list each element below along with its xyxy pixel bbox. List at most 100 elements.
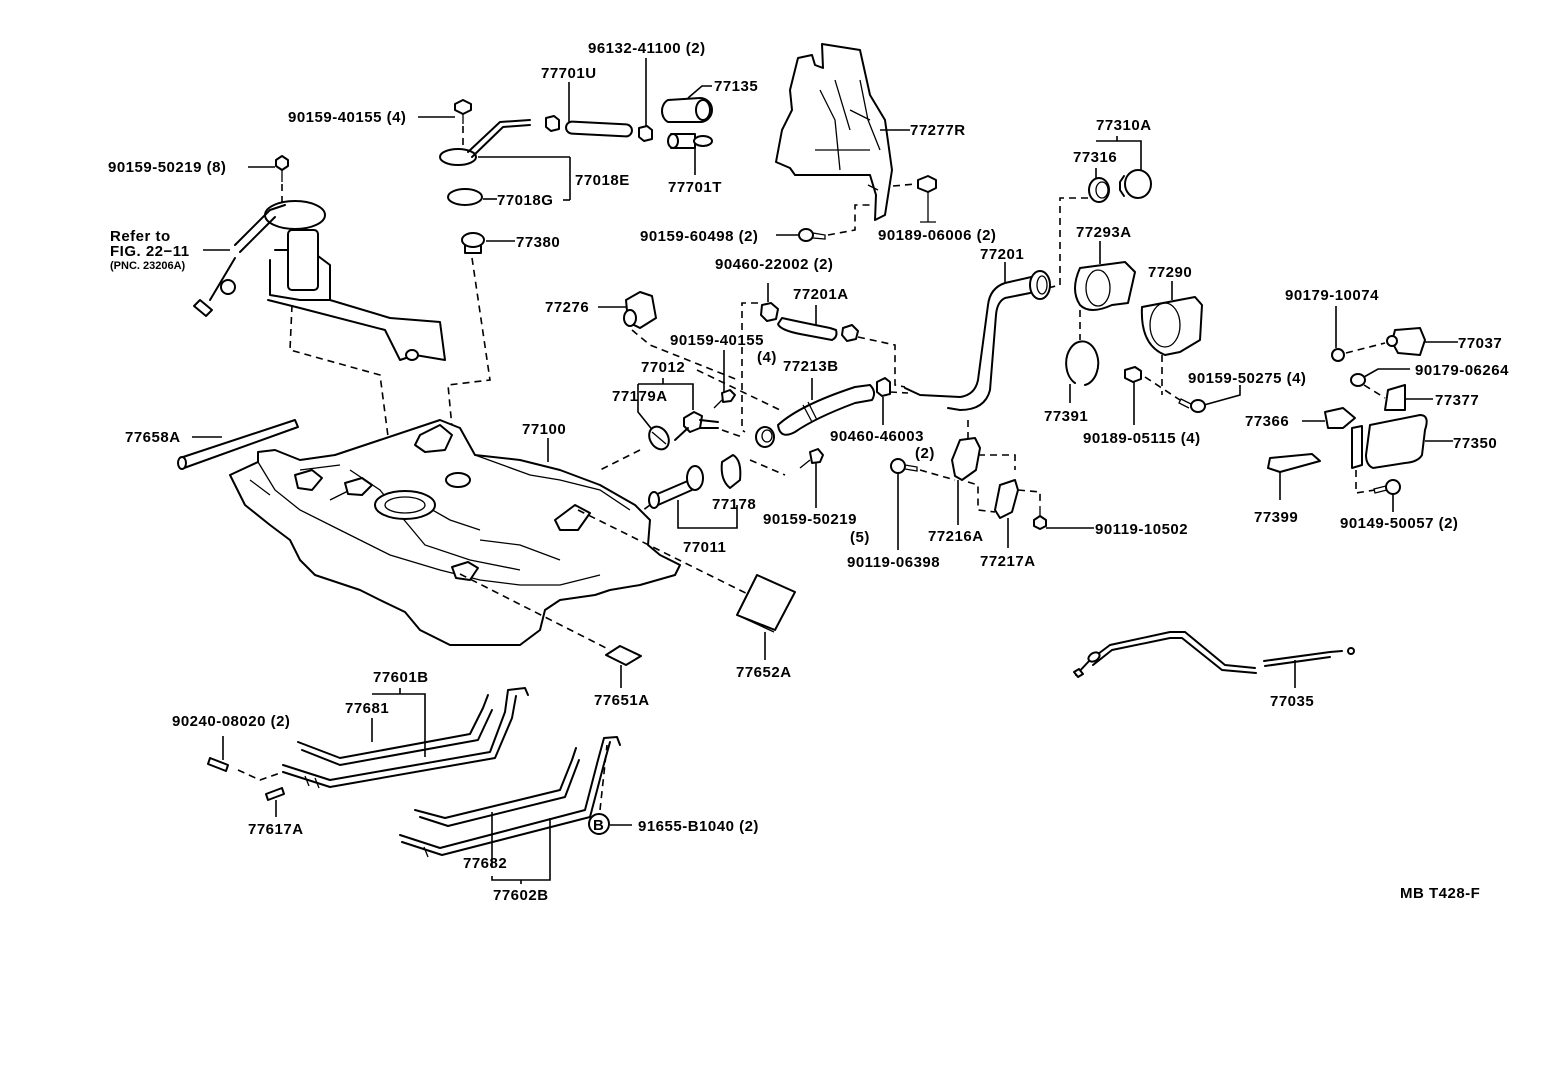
part-77018G-gasket[interactable]: [447, 188, 570, 206]
part-77216A-bracket[interactable]: [951, 437, 1016, 525]
label-90149-50057: 90149-50057 (2): [1340, 515, 1458, 532]
part-77037-fuel-lid-opener[interactable]: [1386, 327, 1458, 356]
part-77217A-bracket[interactable]: [967, 479, 1041, 548]
part-77213B-filler-hose[interactable]: [777, 378, 876, 436]
label-77217A: 77217A: [980, 553, 1036, 570]
label-90159-50219-8: 90159-50219 (8): [108, 159, 226, 176]
part-77391-o-ring[interactable]: [1065, 340, 1100, 403]
part-77011-inlet-pipe[interactable]: [629, 465, 738, 529]
label-90240-08020: 90240-08020 (2): [172, 713, 290, 730]
clamp-90460-22002-b[interactable]: [841, 324, 906, 388]
part-77179A-clamp[interactable]: [645, 423, 673, 453]
clip-90189-06006[interactable]: [892, 175, 937, 223]
label-77135: 77135: [714, 78, 758, 95]
clamp-90460-46003[interactable]: [876, 377, 909, 425]
figure-code: MB T428-F: [1400, 885, 1480, 902]
part-77276-bracket[interactable]: [598, 291, 739, 381]
clamp-90460-22002-a[interactable]: [741, 283, 779, 433]
part-77316-gasket[interactable]: [1088, 168, 1110, 203]
bolt-90119-06398[interactable]: [890, 458, 956, 550]
part-77701T-valve[interactable]: [667, 133, 713, 175]
bolt-90159-50219-8[interactable]: [248, 155, 289, 204]
label-77011: 77011: [683, 539, 726, 556]
part-77201-filler-pipe[interactable]: [904, 262, 1051, 445]
clip-90189-05115[interactable]: [1124, 355, 1181, 425]
clamp-96132-41100-right[interactable]: [638, 58, 653, 142]
label-77601B: 77601B: [373, 669, 429, 686]
part-77399-lid-lock[interactable]: [1267, 453, 1321, 500]
pin-77617A[interactable]: [265, 787, 285, 817]
bolt-marker-letter: B: [593, 817, 604, 834]
label-77037: 77037: [1458, 335, 1502, 352]
part-77012-vent-tube[interactable]: [674, 411, 719, 441]
label-77658A: 77658A: [125, 429, 181, 446]
bolt-90119-10502[interactable]: [1033, 506, 1094, 530]
bolt-90159-50219-5[interactable]: [749, 448, 824, 508]
label-77380: 77380: [516, 234, 560, 251]
label-77602B: 77602B: [493, 887, 549, 904]
part-77201A-breather-hose[interactable]: [777, 305, 838, 341]
part-77035-cable[interactable]: [1073, 631, 1355, 688]
part-77681-strap-cushion[interactable]: [297, 694, 493, 766]
bolt-marker-b[interactable]: B: [588, 744, 632, 835]
label-77377: 77377: [1435, 392, 1479, 409]
part-77651A-pad[interactable]: [605, 645, 642, 688]
label-91655-B1040: 91655-B1040 (2): [638, 818, 759, 835]
label-77651A: 77651A: [594, 692, 650, 709]
nut-90179-06264[interactable]: [1350, 368, 1410, 399]
part-77602B-strap[interactable]: [399, 736, 621, 858]
part-77100-fuel-tank[interactable]: [229, 419, 781, 651]
label-77178: 77178: [712, 496, 756, 513]
part-77377-hinge[interactable]: [1384, 384, 1433, 411]
clamp-96132-41100-left[interactable]: [545, 115, 560, 132]
label-77617A: 77617A: [248, 821, 304, 838]
bolt-90240-08020[interactable]: [207, 736, 284, 781]
bolt-90159-50275[interactable]: [1178, 385, 1241, 413]
part-77366-spring[interactable]: [1302, 407, 1356, 429]
part-77682-strap-cushion[interactable]: [414, 747, 580, 827]
nut-90179-10074[interactable]: [1331, 306, 1386, 362]
label-90460-22002: 90460-22002 (2): [715, 256, 833, 273]
label-77681: 77681: [345, 700, 389, 717]
label-90189-06006: 90189-06006 (2): [878, 227, 996, 244]
part-77290-filler-housing[interactable]: [1140, 281, 1203, 356]
fuel-pump-assembly[interactable]: [193, 200, 446, 361]
label-77701U: 77701U: [541, 65, 597, 82]
reference-note-line1: Refer to: [110, 228, 171, 245]
label-90119-06398: 90119-06398: [847, 554, 940, 571]
reference-note-line3: (PNC. 23206A): [110, 260, 186, 272]
part-77701U-hose[interactable]: [565, 82, 633, 138]
label-77366: 77366: [1245, 413, 1289, 430]
part-77601B-strap[interactable]: [282, 687, 529, 789]
label-96132-41100: 96132-41100 (2): [588, 40, 706, 57]
label-77035: 77035: [1270, 693, 1314, 710]
label-77100: 77100: [522, 421, 566, 438]
label-77201: 77201: [980, 246, 1024, 263]
part-77652A-pad[interactable]: [736, 574, 796, 660]
bolt-90159-40155-mid[interactable]: [713, 350, 736, 409]
part-77658A-seal[interactable]: [177, 419, 299, 470]
part-77135-filter[interactable]: [661, 85, 713, 123]
part-77293A-housing[interactable]: [1074, 241, 1136, 340]
part-77277R-protector[interactable]: [775, 43, 910, 221]
label-77018E: 77018E: [575, 172, 630, 189]
bolt-90159-60498[interactable]: [776, 204, 870, 242]
part-77350-fuel-lid[interactable]: [1351, 414, 1453, 494]
label-77293A: 77293A: [1076, 224, 1132, 241]
part-77178-gasket[interactable]: [720, 454, 742, 489]
screw-90149-50057[interactable]: [1373, 479, 1401, 512]
label-77277R: 77277R: [910, 122, 966, 139]
bolt-90159-40155-top[interactable]: [418, 99, 472, 148]
clamp-77213B-lower[interactable]: [755, 426, 775, 448]
label-77213B: 77213B: [783, 358, 839, 375]
label-90159-50275: 90159-50275 (4): [1188, 370, 1306, 387]
part-77018E-bracket-tube[interactable]: [439, 119, 571, 200]
part-77300-fuel-cap[interactable]: [1119, 169, 1152, 199]
label-90460-46003: 90460-46003: [830, 428, 924, 445]
label-90159-40155-top: 90159-40155 (4): [288, 109, 406, 126]
label-90159-40155-mid: 90159-40155: [670, 332, 764, 349]
label-77216A: 77216A: [928, 528, 984, 545]
label-77652A: 77652A: [736, 664, 792, 681]
label-77350: 77350: [1453, 435, 1497, 452]
